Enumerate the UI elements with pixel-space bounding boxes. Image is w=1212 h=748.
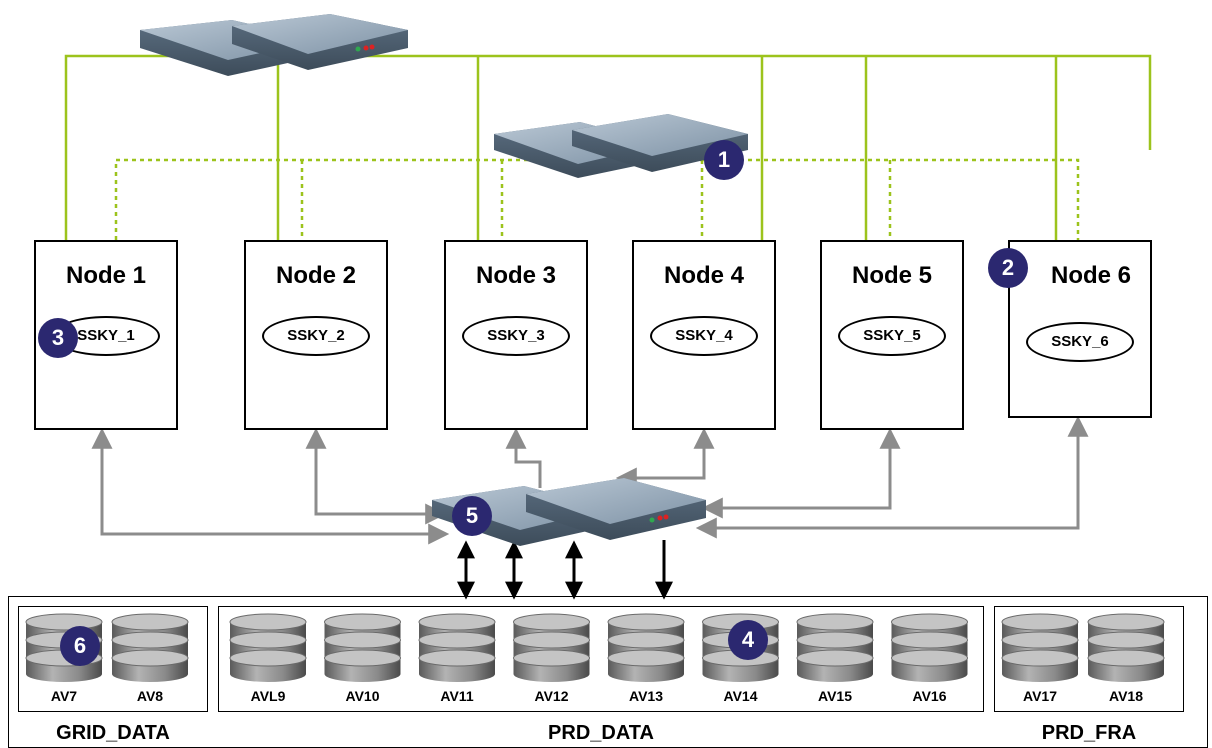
node-6: Node 6 SSKY_6 [1008,240,1152,418]
disk-label: AV13 [629,688,663,704]
disk-icon [111,613,189,682]
callout-badge-4: 4 [728,620,768,660]
node-title: Node 1 [65,262,146,289]
disk-icon [1087,613,1165,682]
disk-label: AV15 [818,688,852,704]
san-links [91,415,1089,545]
disk-label: AV18 [1109,688,1143,704]
public-switch-pair [140,14,408,76]
group-label-prd-data: PRD_DATA [548,722,654,744]
node-title: Node 4 [663,262,744,289]
disk-icon [229,613,307,682]
disk-label: AV11 [440,688,474,704]
disk-group-prd-data [218,606,984,712]
disk-group-prd-fra [994,606,1184,712]
node-title: Node 5 [851,262,932,289]
public-network-lines [64,54,1152,242]
disk-icon [1001,613,1079,682]
callout-badge-5: 5 [452,496,492,536]
disk-label: AV7 [50,688,78,704]
switch-icon [232,14,408,70]
disk-group-grid-data [18,606,208,712]
node-5: Node 5 SSKY_5 [820,240,964,430]
node-title: Node 6 [1050,262,1131,289]
instance-ellipse: SSKY_2 [262,316,370,356]
disk-icon [418,613,496,682]
interconnect-switch-pair [494,114,748,178]
instance-ellipse: SSKY_6 [1026,322,1134,362]
callout-badge-2: 2 [988,248,1028,288]
disk-label: AV14 [723,688,758,704]
disk-label: AV17 [1023,688,1057,704]
disk-icon [607,613,685,682]
node-title: Node 3 [475,262,556,289]
group-label-prd-fra: PRD_FRA [1041,722,1137,744]
instance-ellipse: SSKY_3 [462,316,570,356]
callout-badge-3: 3 [38,318,78,358]
node-2: Node 2 SSKY_2 [244,240,388,430]
disk-label: AV10 [345,688,380,704]
disk-icon [796,613,874,682]
callout-badge-6: 6 [60,626,100,666]
disk-icon [324,613,401,682]
callout-badge-1: 1 [704,140,744,180]
group-label-grid-data: GRID_DATA [56,722,170,744]
disk-icon [513,613,590,682]
disk-icon [891,613,968,682]
instance-ellipse: SSKY_4 [650,316,758,356]
node-4: Node 4 SSKY_4 [632,240,776,430]
node-title: Node 2 [275,262,356,289]
node-3: Node 3 SSKY_3 [444,240,588,430]
disk-label: AVL9 [250,688,286,704]
instance-ellipse: SSKY_5 [838,316,946,356]
switch-icon [526,478,706,540]
disk-label: AV12 [534,688,569,704]
disk-label: AV8 [136,688,164,704]
storage-links [457,540,673,600]
disk-label: AV16 [912,688,947,704]
